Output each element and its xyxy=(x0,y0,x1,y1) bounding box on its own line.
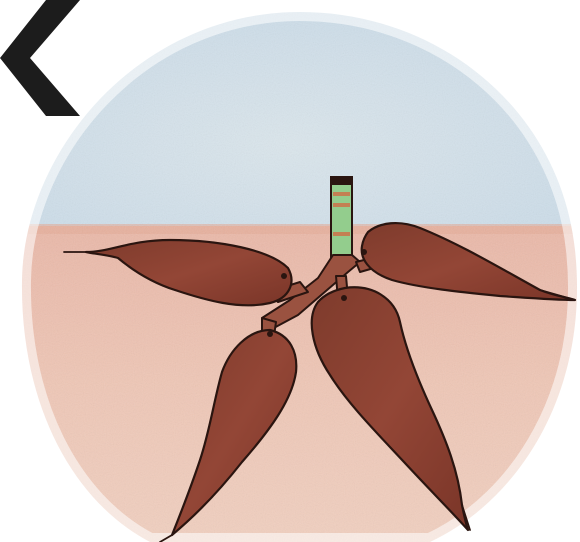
chevron-left-icon[interactable] xyxy=(0,0,90,118)
plant-stem xyxy=(331,177,352,262)
